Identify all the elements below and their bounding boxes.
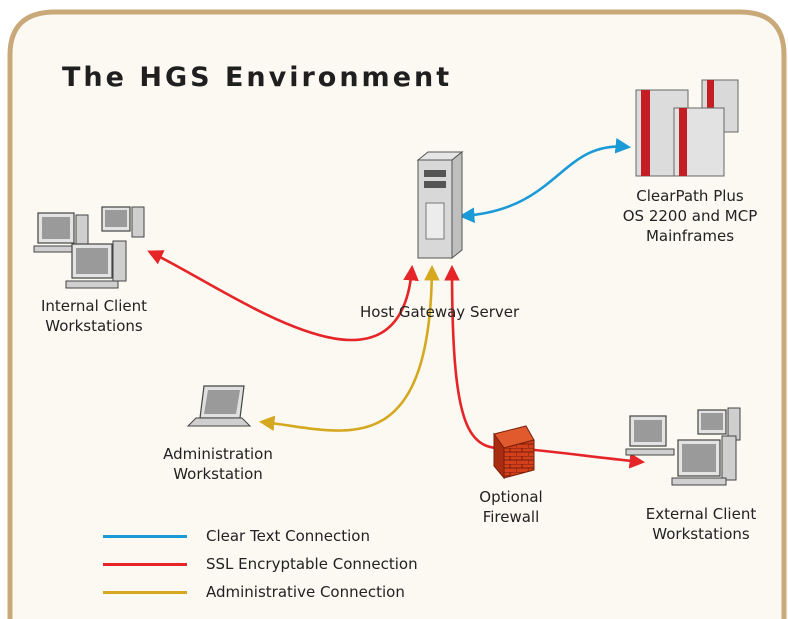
internal-clients-label: Internal Client Workstations (40, 297, 147, 335)
legend-label: SSL Encryptable Connection (206, 555, 418, 573)
clear-text-connection-line (458, 137, 632, 224)
external-clients-label: External Client Workstations (645, 505, 757, 543)
server-tower-icon (416, 150, 464, 260)
server-label: Host Gateway Server (360, 303, 520, 321)
laptop-icon (186, 385, 252, 427)
legend-item-clear-text: Clear Text Connection (103, 526, 443, 546)
desktop-workstations-icon (625, 407, 741, 486)
firewall-brick-icon (493, 425, 535, 480)
admin-label: Administration Workstation (163, 445, 273, 483)
mainframes-label: ClearPath Plus OS 2200 and MCP Mainframe… (622, 187, 758, 245)
legend-swatch (103, 563, 187, 566)
mainframe-icon (635, 79, 739, 177)
legend-swatch (103, 591, 187, 594)
legend-label: Clear Text Connection (206, 527, 370, 545)
firewall-label: Optional Firewall (479, 488, 543, 526)
legend-label: Administrative Connection (206, 583, 405, 601)
admin-connection-line (258, 264, 440, 432)
desktop-workstations-icon (33, 206, 145, 289)
legend-item-administrative: Administrative Connection (103, 582, 443, 602)
legend-swatch (103, 535, 187, 538)
diagram-title: The HGS Environment (62, 62, 453, 93)
legend-item-ssl: SSL Encryptable Connection (103, 554, 443, 574)
